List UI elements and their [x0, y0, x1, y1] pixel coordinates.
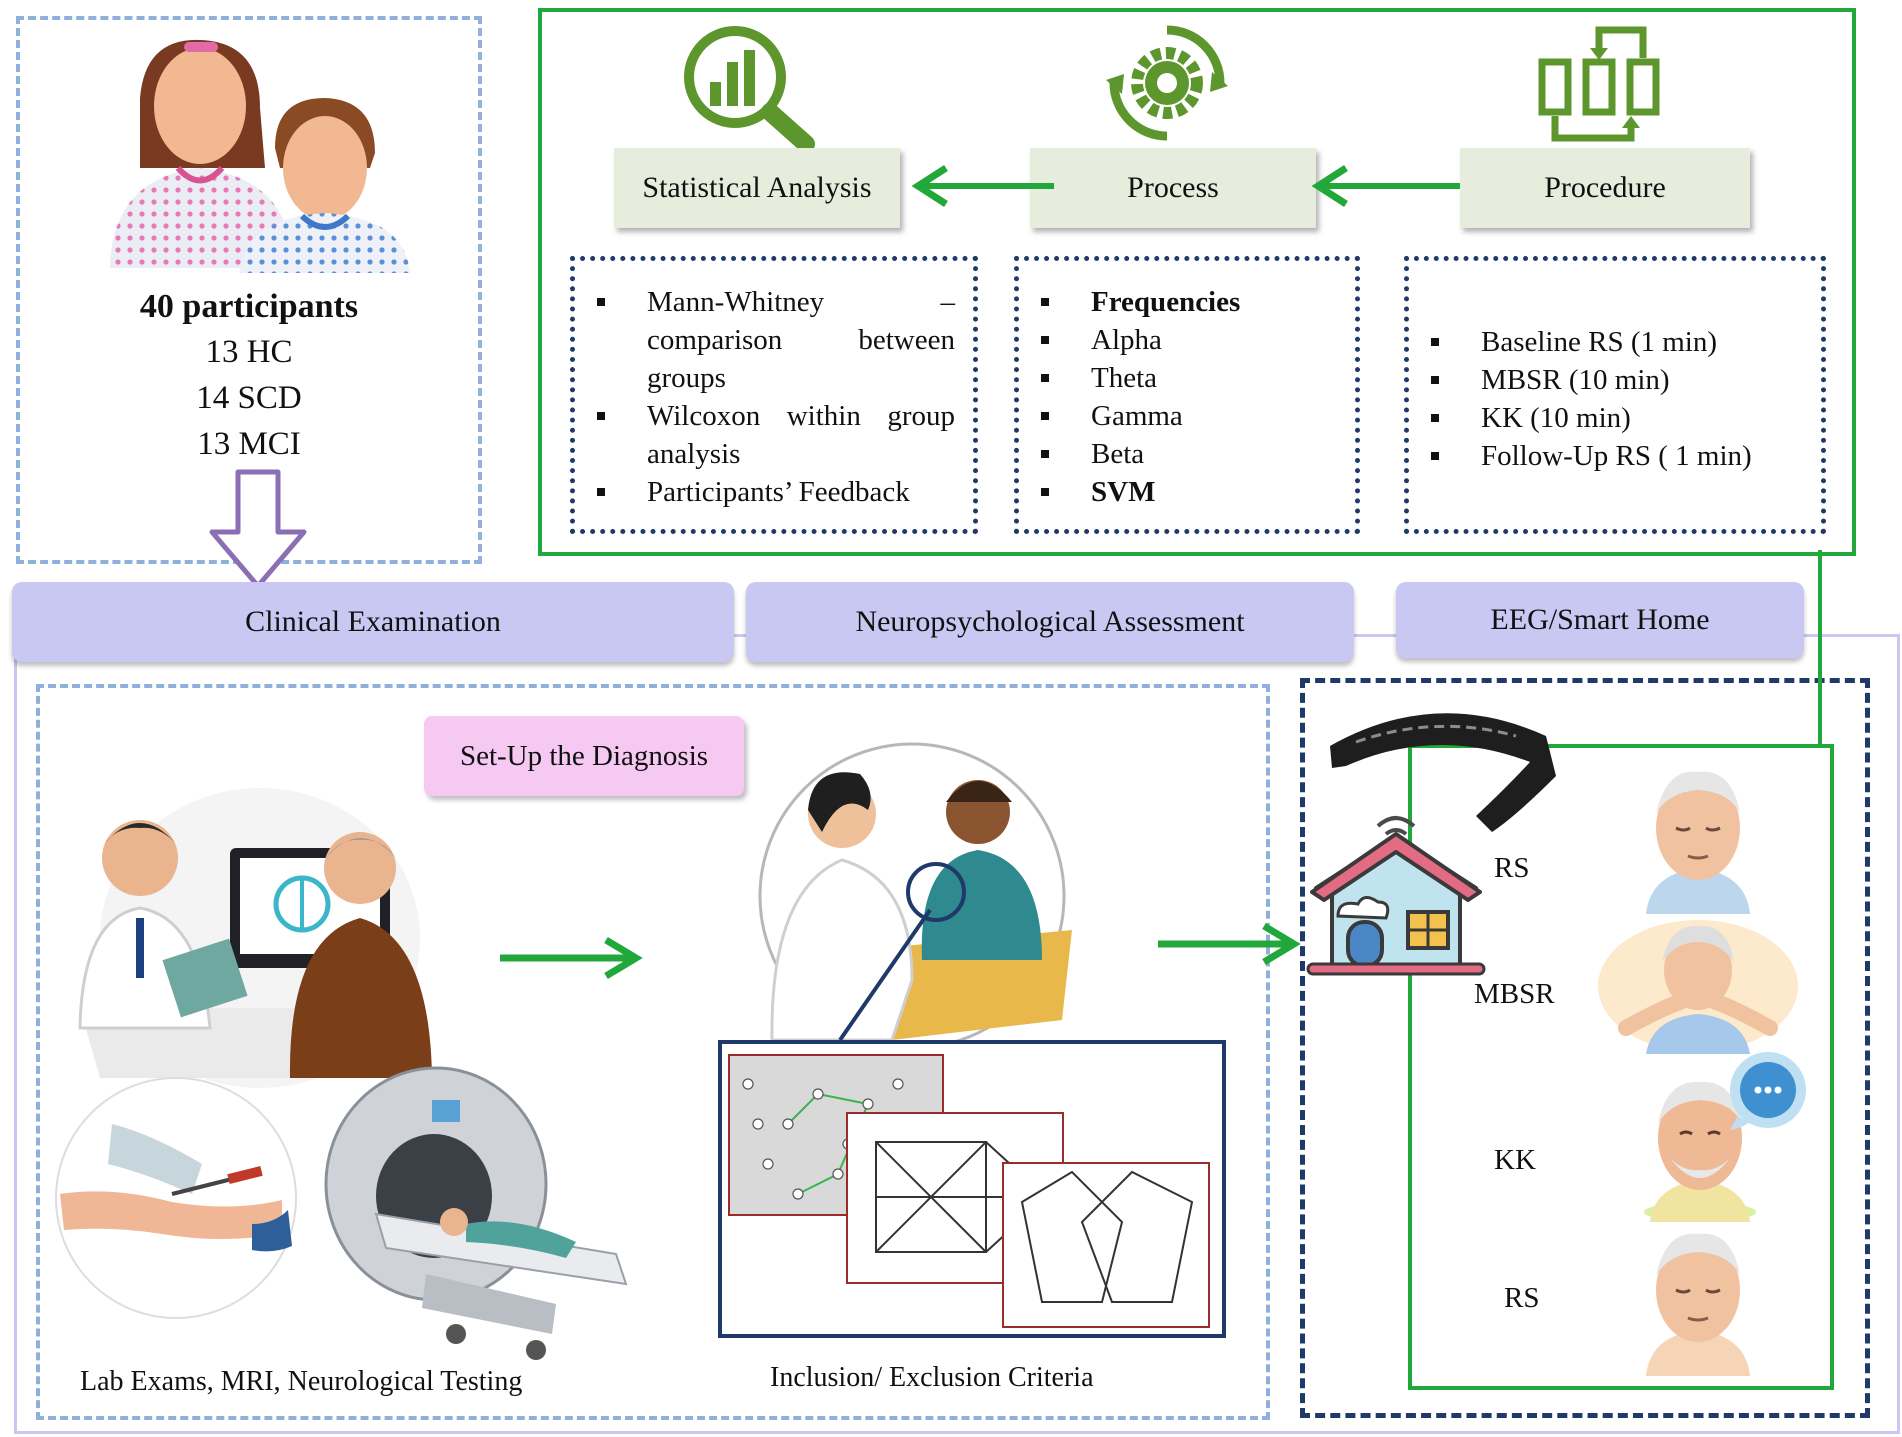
statistical-item: Participants’ Feedback — [575, 473, 955, 511]
session-label-kk: KK — [1494, 1144, 1536, 1176]
mri-scanner-illustration — [324, 1066, 628, 1360]
step-procedure: Procedure — [1460, 148, 1750, 228]
lab-caption: Lab Exams, MRI, Neurological Testing — [80, 1366, 523, 1397]
procedure-item: KK (10 min) — [1409, 399, 1821, 437]
gear-cycle-icon — [1106, 25, 1228, 141]
pipeline-panel — [538, 8, 1856, 556]
procedure-connector-line — [1818, 550, 1822, 746]
step-statistical-analysis: Statistical Analysis — [614, 148, 900, 228]
eeg-headband-icon — [1330, 713, 1556, 832]
procedure-item: Follow-Up RS ( 1 min) — [1409, 437, 1821, 475]
arrow-process-to-analysis — [911, 165, 1054, 207]
neuropsych-interview-illustration — [758, 742, 1072, 1050]
step-procedure-label: Procedure — [1544, 171, 1666, 204]
phase-eeg-smart-home: EEG/Smart Home — [1396, 582, 1804, 658]
assessment-panel — [36, 684, 1270, 1420]
procedure-list-box: Baseline RS (1 min) MBSR (10 min) KK (10… — [1404, 256, 1826, 534]
process-item: Theta — [1019, 359, 1355, 397]
elderly-resting-face-2 — [1646, 1233, 1750, 1376]
phase-neuro-label: Neuropsychological Assessment — [855, 605, 1245, 638]
down-arrow-icon — [209, 469, 307, 589]
pentagons-test-sheet — [1002, 1162, 1210, 1328]
process-item: SVM — [1019, 473, 1355, 511]
step-process: Process — [1030, 148, 1316, 228]
phase-clinical-label: Clinical Examination — [245, 605, 501, 638]
process-item: Beta — [1019, 435, 1355, 473]
phase-clinical-examination: Clinical Examination — [12, 582, 734, 662]
phase-eeg-label: EEG/Smart Home — [1490, 603, 1710, 636]
elderly-mbsr-face — [1598, 920, 1798, 1054]
group-mci: 13 MCI — [197, 426, 301, 462]
doctor-consultation-illustration — [78, 788, 432, 1088]
participants-title: 40 participants — [139, 288, 359, 325]
step-statistical-analysis-label: Statistical Analysis — [642, 171, 872, 204]
session-label-rs-followup: RS — [1504, 1282, 1540, 1314]
eeg-smart-home-panel — [1300, 678, 1870, 1418]
procedure-item: Baseline RS (1 min) — [1409, 323, 1821, 361]
statistical-item: Wilcoxon within group analysis — [575, 397, 955, 473]
elderly-kk-face — [1644, 1081, 1756, 1222]
magnifier-chart-icon — [684, 26, 815, 153]
magnifier-link-line — [838, 908, 932, 1042]
process-item: Gamma — [1019, 397, 1355, 435]
session-label-mbsr: MBSR — [1474, 978, 1555, 1010]
participants-icon — [110, 39, 410, 273]
step-process-label: Process — [1127, 171, 1219, 204]
elderly-resting-face-1 — [1646, 771, 1750, 914]
statistical-list-box: Mann-Whitney – comparison between groups… — [570, 256, 978, 534]
process-list-box: Frequencies Alpha Theta Gamma Beta SVM — [1014, 256, 1360, 534]
statistical-item: Mann-Whitney – comparison between groups — [575, 283, 955, 397]
group-scd: 14 SCD — [196, 380, 302, 416]
blood-draw-illustration — [55, 1077, 297, 1319]
session-label-rs-baseline: RS — [1494, 852, 1530, 884]
arrow-procedure-to-process — [1311, 165, 1460, 207]
diagnosis-label: Set-Up the Diagnosis — [459, 739, 709, 772]
session-sequence-box — [1408, 744, 1834, 1390]
diagnosis-label-box: Set-Up the Diagnosis — [424, 716, 744, 796]
phase-neuropsychological-assessment: Neuropsychological Assessment — [746, 582, 1354, 662]
arrow-neuro-to-eeg — [1158, 922, 1301, 966]
chat-bubble-icon — [1730, 1052, 1806, 1130]
procedure-item: MBSR (10 min) — [1409, 361, 1821, 399]
smart-home-icon — [1306, 816, 1486, 976]
group-hc: 13 HC — [205, 334, 293, 370]
criteria-caption: Inclusion/ Exclusion Criteria — [770, 1362, 1094, 1393]
flow-boxes-icon — [1538, 26, 1660, 142]
arrow-clinical-to-neuro — [500, 936, 643, 980]
process-item: Alpha — [1019, 321, 1355, 359]
process-item: Frequencies — [1019, 283, 1355, 321]
